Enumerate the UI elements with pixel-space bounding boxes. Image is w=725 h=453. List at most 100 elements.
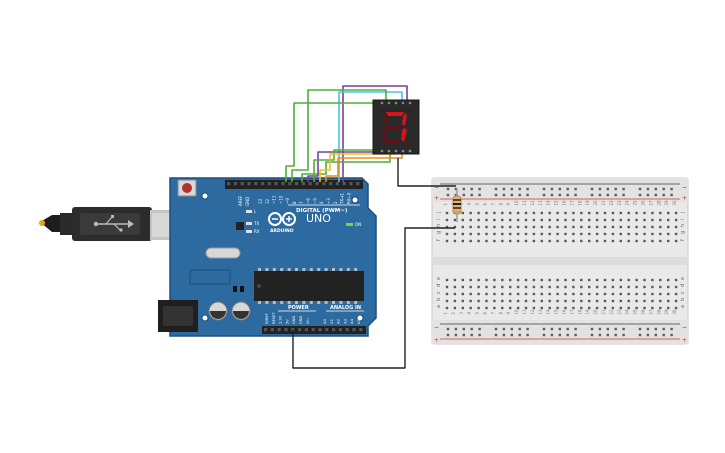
breadboard-hole[interactable] <box>667 239 670 243</box>
breadboard-hole[interactable] <box>659 239 662 243</box>
rail-hole[interactable] <box>638 187 642 191</box>
rail-hole[interactable] <box>446 193 450 197</box>
breadboard-hole[interactable] <box>659 225 662 229</box>
rail-hole[interactable] <box>542 193 546 197</box>
breadboard-hole[interactable] <box>461 306 464 310</box>
breadboard-hole[interactable] <box>572 225 575 229</box>
breadboard-hole[interactable] <box>532 239 536 243</box>
rail-hole[interactable] <box>558 333 561 337</box>
breadboard-hole[interactable] <box>540 232 543 236</box>
breadboard-hole[interactable] <box>580 211 583 215</box>
breadboard-hole[interactable] <box>659 285 662 289</box>
breadboard-hole[interactable] <box>643 278 646 282</box>
breadboard-hole[interactable] <box>509 239 512 243</box>
rail-hole[interactable] <box>550 193 554 197</box>
breadboard-hole[interactable] <box>477 232 480 236</box>
rail-hole[interactable] <box>470 193 473 197</box>
breadboard-hole[interactable] <box>453 232 457 236</box>
wire-black-gnd[interactable] <box>292 227 455 369</box>
breadboard-hole[interactable] <box>445 232 449 236</box>
breadboard-hole[interactable] <box>445 218 449 222</box>
breadboard-hole[interactable] <box>651 218 654 222</box>
breadboard-hole[interactable] <box>619 239 622 243</box>
header-pin[interactable] <box>281 182 285 186</box>
breadboard-hole[interactable] <box>524 239 528 243</box>
header-pin[interactable] <box>295 182 299 186</box>
breadboard-hole[interactable] <box>603 306 607 310</box>
breadboard-hole[interactable] <box>564 239 567 243</box>
breadboard-hole[interactable] <box>603 299 607 303</box>
breadboard-hole[interactable] <box>469 232 472 236</box>
wire-green-outer[interactable] <box>285 102 380 182</box>
header-pin[interactable] <box>356 182 360 186</box>
breadboard-hole[interactable] <box>516 225 520 229</box>
rail-hole[interactable] <box>542 333 546 337</box>
rail-hole[interactable] <box>662 193 665 197</box>
breadboard-hole[interactable] <box>532 211 536 215</box>
breadboard-hole[interactable] <box>603 292 607 296</box>
rail-hole[interactable] <box>590 187 594 191</box>
breadboard-hole[interactable] <box>469 285 472 289</box>
breadboard-hole[interactable] <box>556 239 559 243</box>
rail-hole[interactable] <box>446 327 450 331</box>
rail-hole[interactable] <box>574 327 577 331</box>
breadboard-hole[interactable] <box>477 218 480 222</box>
breadboard-hole[interactable] <box>611 218 615 222</box>
breadboard-hole[interactable] <box>469 211 472 215</box>
breadboard-hole[interactable] <box>548 292 551 296</box>
rail-hole[interactable] <box>558 193 561 197</box>
rail-hole[interactable] <box>574 333 577 337</box>
breadboard-hole[interactable] <box>603 211 607 215</box>
rail-hole[interactable] <box>646 327 650 331</box>
rail-hole[interactable] <box>566 333 569 337</box>
breadboard-hole[interactable] <box>453 218 457 222</box>
breadboard-hole[interactable] <box>524 278 528 282</box>
breadboard-hole[interactable] <box>667 232 670 236</box>
rail-hole[interactable] <box>454 333 458 337</box>
breadboard-hole[interactable] <box>595 278 599 282</box>
breadboard-hole[interactable] <box>595 232 599 236</box>
breadboard-hole[interactable] <box>627 285 630 289</box>
breadboard-hole[interactable] <box>493 285 496 289</box>
breadboard-hole[interactable] <box>477 299 480 303</box>
breadboard-hole[interactable] <box>580 292 583 296</box>
breadboard-hole[interactable] <box>477 285 480 289</box>
breadboard-hole[interactable] <box>501 299 504 303</box>
breadboard-hole[interactable] <box>564 299 567 303</box>
rail-hole[interactable] <box>654 327 657 331</box>
breadboard-hole[interactable] <box>461 239 464 243</box>
breadboard-hole[interactable] <box>619 211 622 215</box>
breadboard-hole[interactable] <box>659 299 662 303</box>
breadboard-hole[interactable] <box>651 299 654 303</box>
wire-black-display[interactable] <box>397 158 456 187</box>
breadboard-hole[interactable] <box>651 278 654 282</box>
breadboard-hole[interactable] <box>493 225 496 229</box>
breadboard-hole[interactable] <box>485 239 488 243</box>
breadboard-hole[interactable] <box>540 285 543 289</box>
rail-hole[interactable] <box>638 327 642 331</box>
breadboard-hole[interactable] <box>659 211 662 215</box>
breadboard-hole[interactable] <box>485 211 488 215</box>
wire-green-short[interactable] <box>313 149 385 182</box>
breadboard-hole[interactable] <box>674 299 678 303</box>
rail-hole[interactable] <box>478 333 481 337</box>
breadboard-hole[interactable] <box>627 299 630 303</box>
rail-hole[interactable] <box>598 327 602 331</box>
breadboard-hole[interactable] <box>485 306 488 310</box>
breadboard-hole[interactable] <box>524 211 528 215</box>
rail-hole[interactable] <box>462 333 465 337</box>
breadboard-hole[interactable] <box>445 285 449 289</box>
breadboard-hole[interactable] <box>595 218 599 222</box>
breadboard-hole[interactable] <box>540 218 543 222</box>
header-pin[interactable] <box>264 328 268 332</box>
breadboard-hole[interactable] <box>461 211 464 215</box>
rail-hole[interactable] <box>510 327 513 331</box>
breadboard-hole[interactable] <box>619 299 622 303</box>
breadboard-hole[interactable] <box>445 239 449 243</box>
breadboard-hole[interactable] <box>532 285 536 289</box>
breadboard-hole[interactable] <box>651 292 654 296</box>
breadboard-hole[interactable] <box>611 292 615 296</box>
breadboard-hole[interactable] <box>477 211 480 215</box>
breadboard-hole[interactable] <box>572 299 575 303</box>
